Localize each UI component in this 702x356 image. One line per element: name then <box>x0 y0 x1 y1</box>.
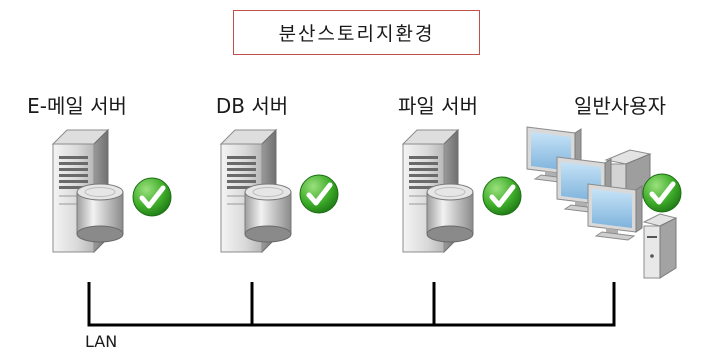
server-icon-email <box>52 129 124 253</box>
check-icon-users <box>643 174 681 212</box>
node-label-db-server: DB 서버 <box>215 94 289 118</box>
node-label-email-server: E-메일 서버 <box>27 94 127 118</box>
lan-label: LAN <box>85 332 118 351</box>
lan-bus <box>87 282 616 327</box>
check-icon-file <box>483 177 521 215</box>
node-label-file-server: 파일 서버 <box>398 94 478 118</box>
server-icon-file <box>402 129 474 253</box>
diagram-title: 분산스토리지환경 <box>233 10 480 55</box>
server-icon-db <box>220 129 292 253</box>
node-label-general-users: 일반사용자 <box>574 94 666 118</box>
check-icon-db <box>300 175 338 213</box>
check-icon-email <box>133 178 171 216</box>
